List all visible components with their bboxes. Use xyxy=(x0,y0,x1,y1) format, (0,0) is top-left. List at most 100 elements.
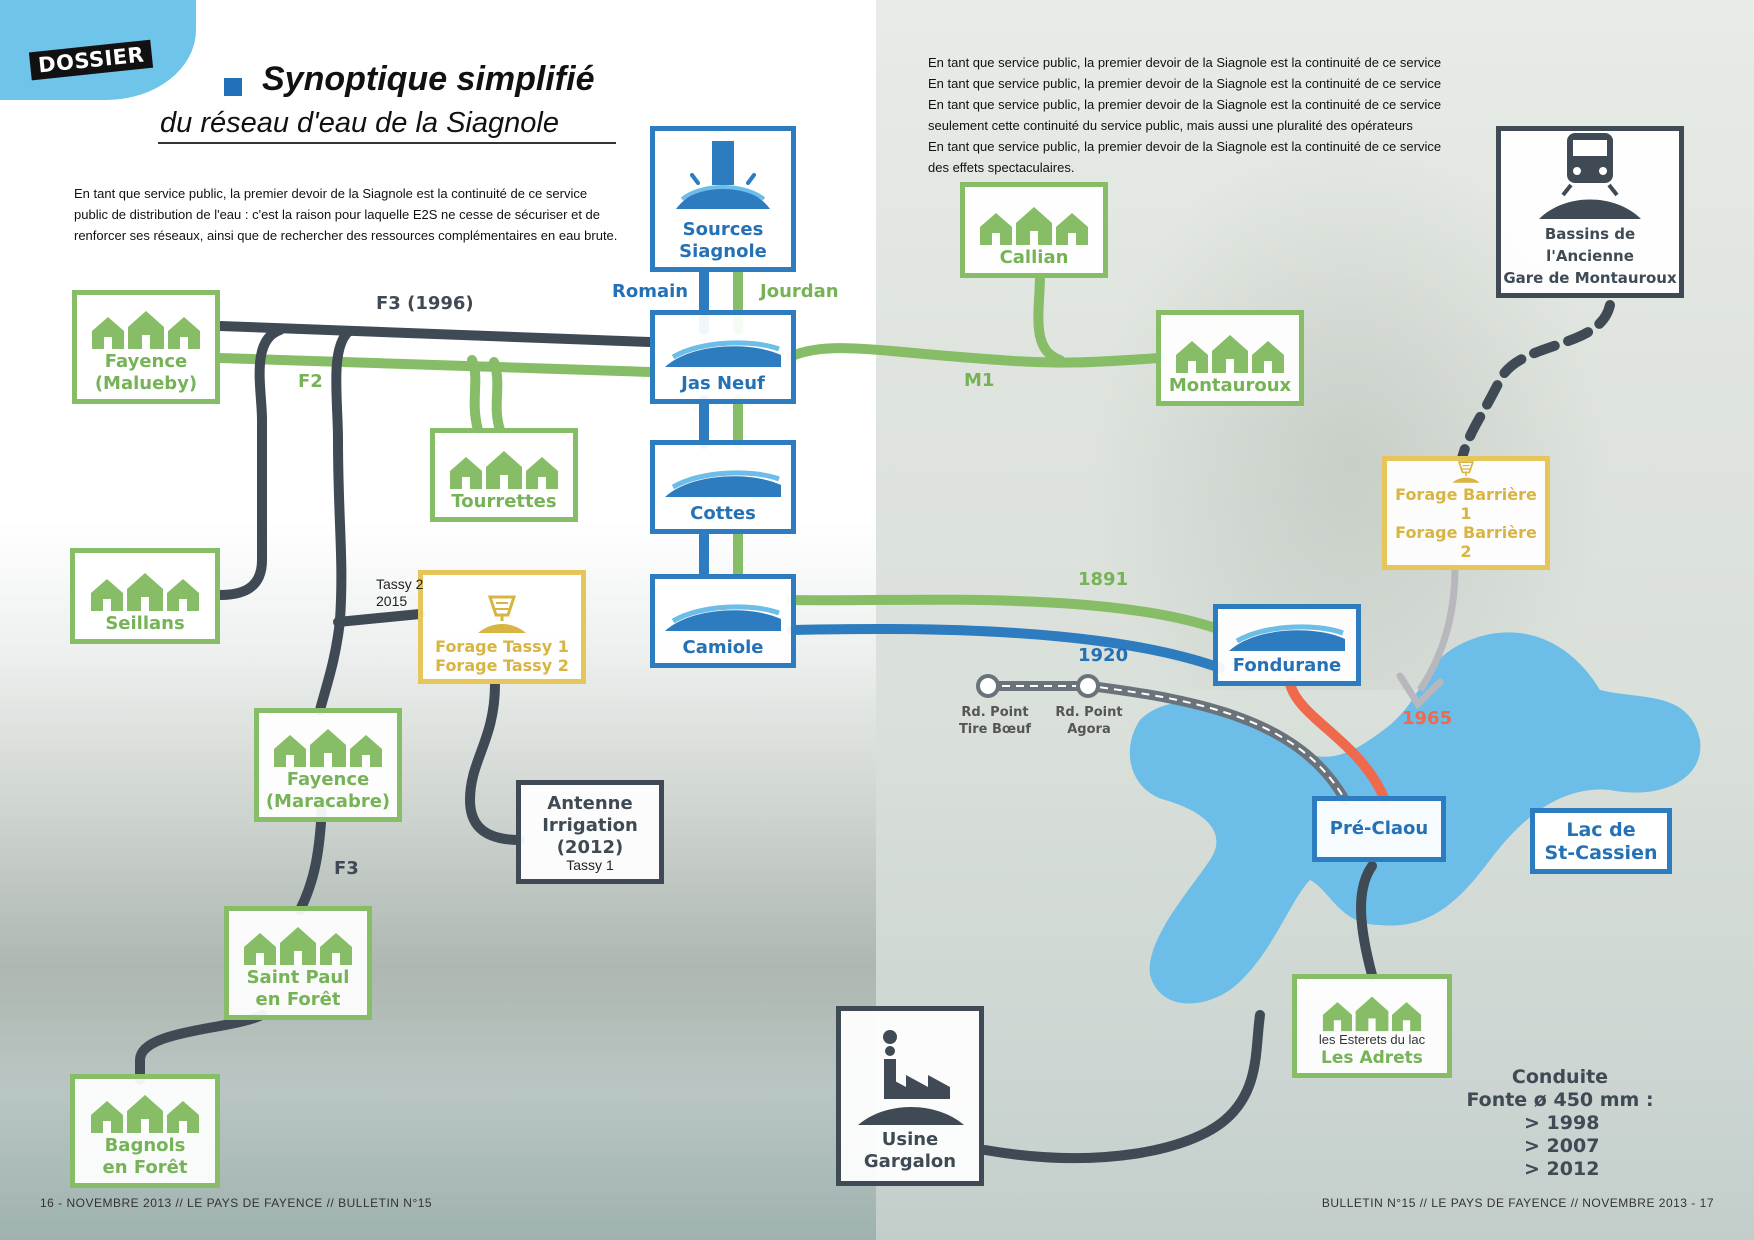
label-rd-agora: Rd. Point Agora xyxy=(1055,705,1123,737)
node-jas-neuf[interactable]: Jas Neuf xyxy=(650,310,796,404)
arrow-head-icon xyxy=(1396,672,1444,710)
node-label: Seillans xyxy=(105,613,185,634)
node-sublabel: les Esterets du lac xyxy=(1318,1032,1426,1047)
node-bassins[interactable]: Bassins de l'Ancienne Gare de Montauroux xyxy=(1496,126,1684,298)
footer-left: 16 - NOVEMBRE 2013 // LE PAYS DE FAYENCE… xyxy=(40,1196,433,1210)
node-label: Montauroux xyxy=(1168,375,1292,396)
node-label: Bassins de l'Ancienne Gare de Montauroux xyxy=(1503,225,1677,287)
node-saint-paul[interactable]: Saint Paul en Forêt xyxy=(224,906,372,1020)
green-pipes xyxy=(215,267,1220,633)
node-usine-gargalon[interactable]: Usine Gargalon xyxy=(836,1006,984,1186)
node-sources-siagnole[interactable]: Sources Siagnole xyxy=(650,126,796,272)
pipe-callian xyxy=(1033,270,1065,365)
label-m1: M1 xyxy=(964,370,995,391)
page-subtitle: du réseau d'eau de la Siagnole xyxy=(160,107,559,139)
node-label: Callian xyxy=(999,247,1069,268)
drill-icon xyxy=(478,595,526,633)
source-fountain-icon xyxy=(676,141,770,209)
node-callian[interactable]: Callian xyxy=(960,182,1108,278)
title-rule xyxy=(158,142,616,144)
pipe-f3-1996 xyxy=(215,321,655,347)
title-bullet xyxy=(224,78,242,96)
dark-pipes xyxy=(135,321,1377,1163)
lake-label: Lac de St-Cassien xyxy=(1530,808,1672,874)
houses-icon xyxy=(91,1095,199,1133)
houses-icon xyxy=(274,729,382,767)
pipe-tourrettes-a xyxy=(467,355,483,435)
label-f3: F3 xyxy=(334,858,359,879)
node-montauroux[interactable]: Montauroux xyxy=(1156,310,1304,406)
pipe-usine xyxy=(980,1010,1265,1163)
label-romain: Romain xyxy=(612,281,689,302)
node-forage-barriere[interactable]: Forage Barrière 1 Forage Barrière 2 xyxy=(1382,456,1550,570)
label-1920: 1920 xyxy=(1078,645,1129,666)
node-label: Camiole xyxy=(682,637,764,658)
node-label: Pré-Claou xyxy=(1329,818,1429,839)
node-fayence-maracabre[interactable]: Fayence (Maracabre) xyxy=(254,708,402,822)
node-label: Usine Gargalon xyxy=(863,1129,957,1172)
label-jourdan: Jourdan xyxy=(760,281,839,302)
node-label: Bagnols en Forêt xyxy=(102,1135,188,1178)
houses-icon xyxy=(1176,335,1284,373)
top-text-line: En tant que service public, la premier d… xyxy=(928,97,1442,112)
node-tourrettes[interactable]: Tourrettes xyxy=(430,428,578,522)
pipe-f2-main xyxy=(215,353,655,377)
node-camiole[interactable]: Camiole xyxy=(650,574,796,668)
node-label: Fayence (Malueby) xyxy=(94,351,198,394)
pipe-esterets xyxy=(1356,861,1377,980)
pipe-f3 xyxy=(315,327,353,715)
top-text-line: En tant que service public, la premier d… xyxy=(928,76,1442,91)
node-forage-tassy[interactable]: Forage Tassy 1 Forage Tassy 2 xyxy=(418,570,586,684)
conduite-title: Conduite Fonte ø 450 mm : xyxy=(1466,1066,1654,1111)
houses-icon xyxy=(980,207,1088,245)
node-label: Jas Neuf xyxy=(681,373,765,394)
houses-icon xyxy=(91,573,199,611)
pipe-antenne xyxy=(464,679,525,845)
rd-point-tire-boeuf-marker xyxy=(976,674,1000,698)
node-label: Saint Paul en Forêt xyxy=(246,967,350,1010)
footer-right: BULLETIN N°15 // LE PAYS DE FAYENCE // N… xyxy=(1321,1196,1714,1210)
conduite-item: > 2012 xyxy=(1524,1158,1600,1180)
road-agora xyxy=(976,674,1350,805)
node-pre-claou[interactable]: Pré-Claou xyxy=(1312,796,1446,862)
water-wave-icon xyxy=(1229,624,1345,651)
pipe-1965 xyxy=(1285,679,1390,805)
node-fondurane[interactable]: Fondurane xyxy=(1213,604,1361,686)
rd-point-agora-marker xyxy=(1076,674,1100,698)
label-f2: F2 xyxy=(298,371,323,392)
water-wave-icon xyxy=(665,604,781,631)
intro-text: En tant que service public, la premier d… xyxy=(74,186,618,243)
node-cottes[interactable]: Cottes xyxy=(650,440,796,534)
node-esterets[interactable]: les Esterets du lac Les Adrets xyxy=(1292,974,1452,1078)
label-rd-tire-boeuf: Rd. Point Tire Bœuf xyxy=(958,705,1032,737)
node-label: Fondurane xyxy=(1232,655,1342,676)
pipe-tassy2 xyxy=(333,609,425,627)
node-antenne-irrigation[interactable]: Antenne Irrigation (2012) Tassy 1 xyxy=(516,780,664,884)
conduite-item: > 2007 xyxy=(1524,1135,1600,1157)
houses-icon xyxy=(1322,996,1422,1032)
houses-icon xyxy=(92,311,200,349)
pipe-m1 xyxy=(787,343,1165,368)
label-1965: 1965 xyxy=(1402,708,1453,729)
water-wave-icon xyxy=(665,340,781,367)
pipe-bassins-dashed xyxy=(1457,300,1615,463)
top-text-line: seulement cette continuité du service pu… xyxy=(928,118,1413,133)
pipe-1920 xyxy=(787,624,1225,673)
train-icon xyxy=(1539,133,1641,219)
node-fayence-malueby[interactable]: Fayence (Malueby) xyxy=(72,290,220,404)
arrow-barriere xyxy=(1417,567,1459,692)
node-bagnols[interactable]: Bagnols en Forêt xyxy=(70,1074,220,1188)
pipe-bagnols xyxy=(135,1010,267,1085)
node-sublabel: Tassy 1 xyxy=(566,856,614,873)
node-seillans[interactable]: Seillans xyxy=(70,548,220,644)
top-text: En tant que service public, la premier d… xyxy=(928,52,1473,178)
top-text-line: En tant que service public, la premier d… xyxy=(928,55,1442,70)
label-1891: 1891 xyxy=(1078,569,1129,590)
water-wave-icon xyxy=(665,470,781,497)
label-tassy2: Tassy 2 2015 xyxy=(376,576,424,609)
top-text-line: des effets spectaculaires. xyxy=(928,160,1075,175)
node-label: Cottes xyxy=(690,503,756,524)
pipe-1891 xyxy=(787,594,1220,633)
page-title: Synoptique simplifié xyxy=(262,60,595,98)
